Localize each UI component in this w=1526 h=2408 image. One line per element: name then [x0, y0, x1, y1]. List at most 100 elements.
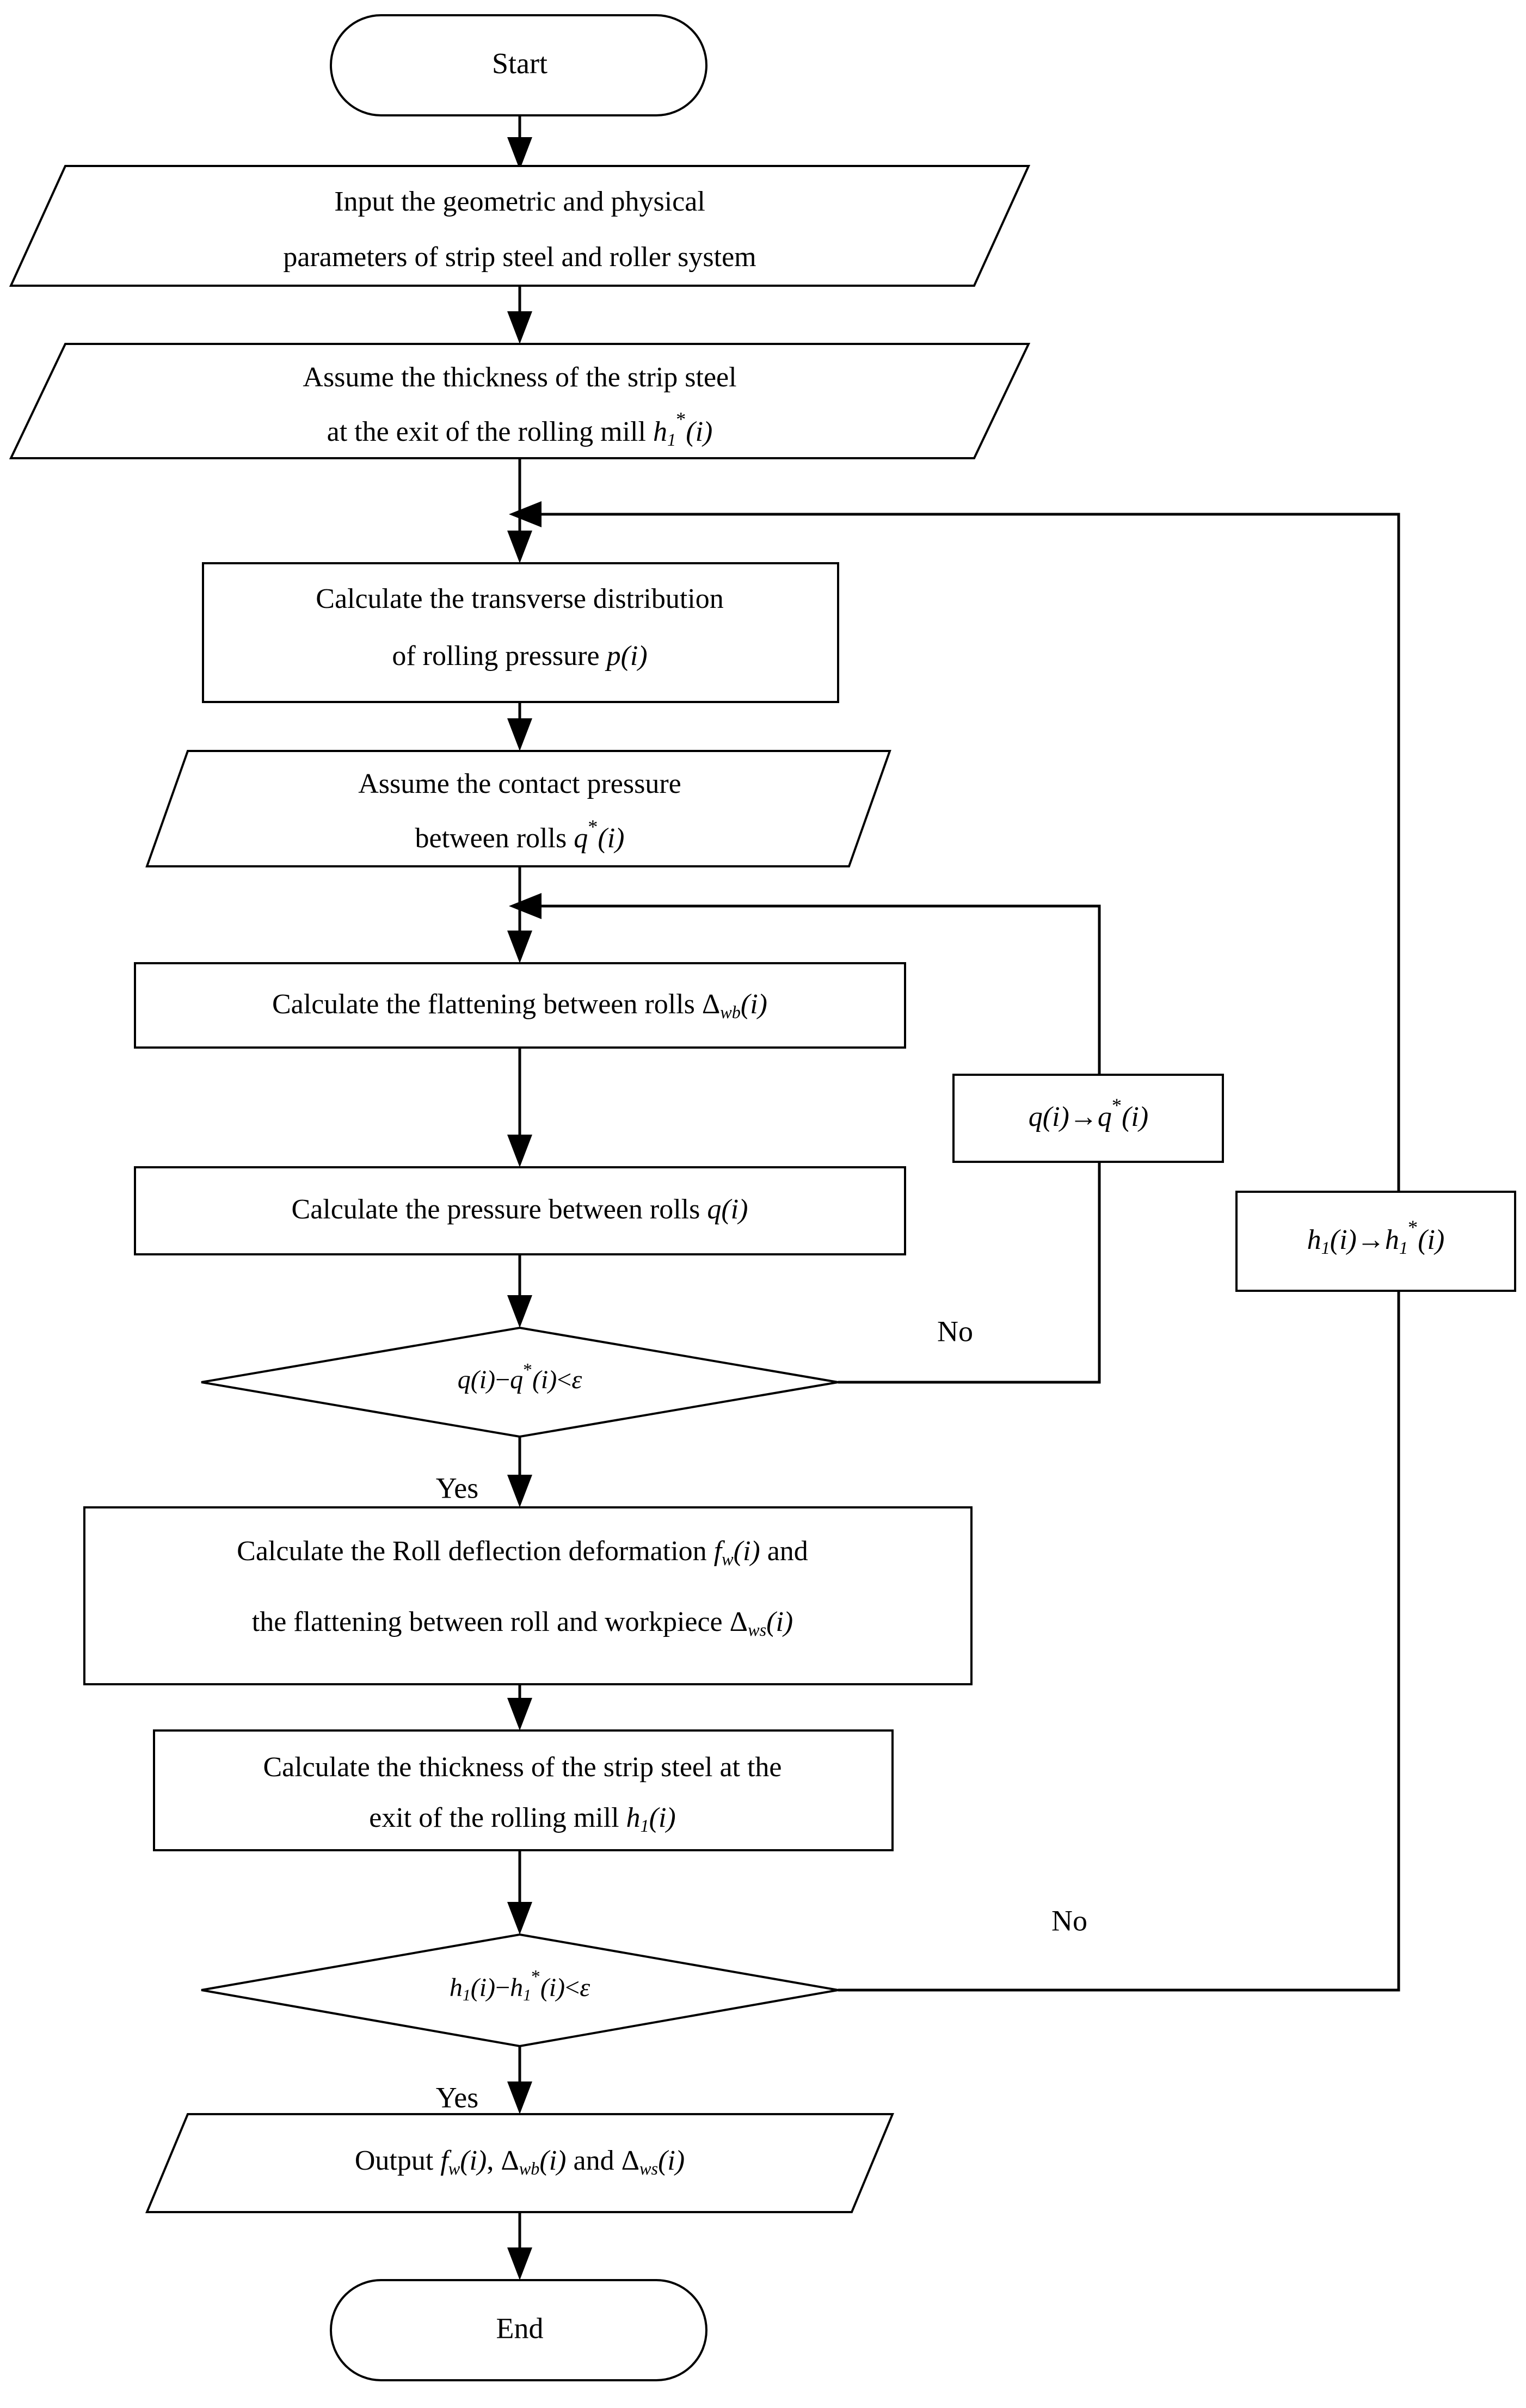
decision-h-yes-label: Yes — [436, 2081, 479, 2114]
fbq-left-var: q — [1029, 1101, 1043, 1132]
out-v1-sub: w — [448, 2159, 460, 2178]
decision-q-yes-label: Yes — [436, 1471, 479, 1504]
press-prefix: Calculate the pressure between rolls — [292, 1194, 707, 1225]
thick-sub: 1 — [641, 1816, 649, 1836]
node-input-params[interactable]: Input the geometric and physical paramet… — [9, 165, 1031, 287]
edge-output-to-end — [507, 2212, 532, 2280]
assume-cp-prefix: between rolls — [415, 823, 574, 854]
node-output-results[interactable]: Output fw(i), Δwb(i) and Δws(i) — [145, 2113, 894, 2213]
node-feedback-h1[interactable]: h1(i)→h1*(i) — [1235, 1191, 1516, 1292]
fbq-right-args: (i) — [1122, 1101, 1148, 1132]
out-sep2: and — [567, 2145, 622, 2176]
out-v3-sub: ws — [639, 2159, 658, 2178]
node-calc-deflection-line2: the flattening between roll and workpiec… — [252, 1606, 793, 1640]
edge-decision-q-yes — [507, 1437, 532, 1507]
node-calc-pressure-rolls[interactable]: Calculate the pressure between rolls q(i… — [134, 1166, 906, 1255]
fbh-right-sub: 1 — [1399, 1238, 1408, 1258]
node-calc-rolling-pressure[interactable]: Calculate the transverse distribution of… — [202, 562, 839, 703]
defl-l2-sub: ws — [748, 1620, 766, 1640]
defl-l1-args: (i) — [734, 1536, 760, 1567]
node-assume-contact-line2: between rolls q*(i) — [415, 816, 625, 854]
calc-rp-prefix: of rolling pressure — [392, 641, 606, 672]
dh-right-sup: * — [531, 1967, 540, 1987]
node-end[interactable]: End — [330, 2279, 707, 2381]
fbh-right-sup: * — [1408, 1216, 1418, 1238]
node-calc-flattening-rolls[interactable]: Calculate the flattening between rolls Δ… — [134, 962, 906, 1049]
fbh-right-var: h — [1385, 1224, 1399, 1255]
assume-thickness-prefix: at the exit of the rolling mill — [327, 416, 653, 447]
defl-l2-args: (i) — [766, 1606, 793, 1637]
node-calc-thickness-line2: exit of the rolling mill h1(i) — [369, 1802, 675, 1836]
decision-h-no-label: No — [1051, 1904, 1087, 1937]
edge-assume-thickness-to-calc-rolling-pressure — [507, 458, 532, 563]
press-suffix: (i) — [721, 1194, 748, 1225]
dq-left-var: q — [458, 1365, 471, 1394]
edge-pressure-to-decision-q — [507, 1254, 532, 1328]
edge-thickness-to-decision-h — [507, 1850, 532, 1935]
dh-left-args: (i) — [471, 1973, 495, 2002]
fbh-right-args: (i) — [1418, 1224, 1444, 1255]
node-assume-thickness[interactable]: Assume the thickness of the strip steel … — [9, 343, 1031, 459]
out-v3: Δ — [622, 2145, 639, 2176]
node-start-label: Start — [492, 47, 547, 79]
node-calc-deflection[interactable]: Calculate the Roll deflection deformatio… — [83, 1506, 973, 1685]
edge-deflection-to-thickness — [507, 1684, 532, 1730]
flatten-prefix: Calculate the flattening between rolls — [272, 989, 702, 1020]
node-calc-rolling-pressure-line1: Calculate the transverse distribution — [316, 583, 723, 614]
dh-epsilon: ε — [580, 1973, 590, 2002]
dh-left-sub: 1 — [463, 1986, 471, 2004]
edge-flattening-to-pressure — [507, 1048, 532, 1167]
thick-args: (i) — [649, 1802, 676, 1833]
defl-l1-prefix: Calculate the Roll deflection deformatio… — [237, 1536, 713, 1567]
node-feedback-h1-label: h1(i)→h1*(i) — [1307, 1216, 1445, 1258]
out-v3-args: (i) — [658, 2145, 685, 2176]
edge-start-to-input — [507, 115, 532, 170]
thick-var: h — [626, 1802, 641, 1833]
node-decision-q[interactable]: q(i)−q*(i)<ε — [201, 1326, 839, 1438]
node-assume-contact-line1: Assume the contact pressure — [358, 768, 681, 799]
out-v2-sub: wb — [519, 2159, 540, 2178]
node-input-params-line1: Input the geometric and physical — [334, 186, 705, 217]
assume-thickness-sub: 1 — [667, 430, 676, 449]
defl-l1-suffix: and — [760, 1536, 808, 1567]
dh-right-args: (i) — [540, 1973, 565, 2002]
flatten-suffix: (i) — [741, 989, 767, 1020]
dq-minus: − — [495, 1365, 510, 1394]
node-calc-rolling-pressure-line2: of rolling pressure p(i) — [392, 641, 647, 672]
edge-input-to-assume-thickness — [507, 286, 532, 344]
node-decision-q-label: q(i)−q*(i)<ε — [458, 1360, 582, 1394]
node-feedback-q-label: q(i)→q*(i) — [1029, 1094, 1148, 1132]
fbq-right-sup: * — [1112, 1094, 1122, 1116]
assume-cp-suffix: (i) — [598, 823, 624, 854]
decision-q-no-label: No — [937, 1315, 973, 1347]
fbq-arrow: → — [1069, 1101, 1098, 1132]
node-calc-pressure-rolls-label: Calculate the pressure between rolls q(i… — [292, 1194, 748, 1225]
dh-left-var: h — [450, 1973, 463, 2002]
node-calc-flattening-rolls-label: Calculate the flattening between rolls Δ… — [272, 989, 767, 1022]
dq-right-var: q — [510, 1365, 523, 1394]
node-calc-thickness-line1: Calculate the thickness of the strip ste… — [263, 1752, 782, 1783]
dq-left-args: (i) — [471, 1365, 495, 1394]
node-feedback-q[interactable]: q(i)→q*(i) — [952, 1074, 1224, 1163]
node-calc-thickness[interactable]: Calculate the thickness of the strip ste… — [153, 1729, 894, 1851]
fbq-left-args: (i) — [1043, 1101, 1069, 1132]
node-decision-h[interactable]: h1(i)−h1*(i)<ε — [201, 1933, 839, 2048]
fbh-arrow: → — [1357, 1224, 1385, 1255]
assume-thickness-sup: * — [676, 408, 686, 430]
flatten-var: Δ — [702, 989, 720, 1020]
node-output-results-label: Output fw(i), Δwb(i) and Δws(i) — [355, 2145, 685, 2178]
dq-right-args: (i) — [532, 1365, 557, 1394]
dq-epsilon: ε — [571, 1365, 582, 1394]
calc-rp-suffix: (i) — [621, 641, 648, 672]
node-assume-contact-pressure[interactable]: Assume the contact pressure between roll… — [145, 750, 891, 867]
node-start[interactable]: Start — [330, 14, 707, 116]
out-v1-args: (i) — [460, 2145, 487, 2176]
node-decision-h-label: h1(i)−h1*(i)<ε — [450, 1967, 590, 2004]
fbh-left-args: (i) — [1330, 1224, 1357, 1255]
node-calc-deflection-line1: Calculate the Roll deflection deformatio… — [237, 1536, 808, 1569]
out-sep1: , — [487, 2145, 501, 2176]
fbh-left-sub: 1 — [1321, 1238, 1330, 1258]
defl-l2-prefix: the flattening between roll and workpiec… — [252, 1606, 730, 1637]
calc-rp-var: p — [605, 641, 621, 672]
dh-right-sub: 1 — [523, 1986, 531, 2004]
